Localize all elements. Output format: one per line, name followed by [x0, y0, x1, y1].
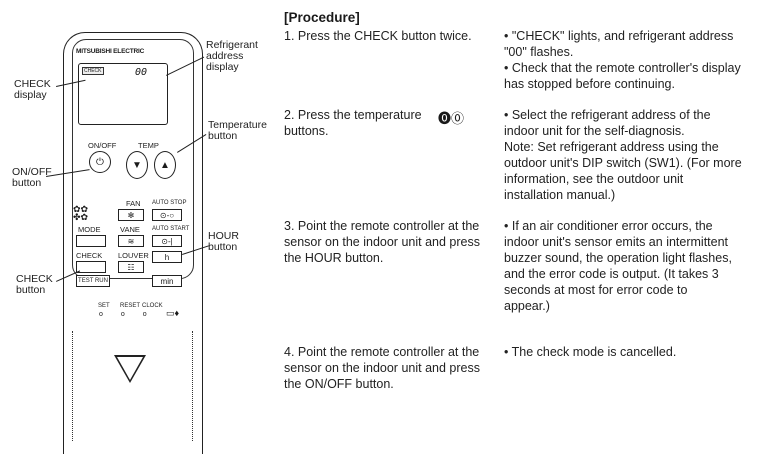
temp-label: TEMP: [138, 141, 159, 150]
mode-label: MODE: [78, 225, 101, 234]
brand-logo: MITSUBISHI ELECTRIC: [76, 48, 145, 55]
step-4-result: • The check mode is cancelled.: [504, 345, 677, 359]
lcd-check-indicator: CHECK: [82, 67, 104, 75]
on-off-label: ON/OFF: [88, 141, 117, 150]
callout-on-off: ON/OFF button: [12, 166, 52, 189]
callout-temperature: Temperature button: [208, 119, 267, 142]
auto-stop-label: AUTO STOP: [152, 200, 187, 206]
callout-check-display: CHECK display: [14, 78, 51, 101]
fan-button[interactable]: ✻: [118, 209, 144, 221]
step-4: 4. Point the remote controller at the se…: [284, 345, 480, 391]
vane-button[interactable]: ≋: [118, 235, 144, 247]
louver-button[interactable]: ☷: [118, 261, 144, 273]
fan-label: FAN: [126, 199, 141, 208]
small-buttons[interactable]: ooo: [99, 311, 165, 318]
temp-buttons-icon: ⓿⓪: [438, 111, 465, 126]
on-off-button[interactable]: ⏻: [89, 151, 111, 173]
callout-check-button: CHECK button: [16, 273, 53, 296]
lcd-refrigerant-address: 00: [135, 67, 148, 78]
auto-start-button[interactable]: ⊙-|: [152, 235, 182, 247]
minute-button[interactable]: min: [152, 275, 182, 287]
lcd-display: CHECK 00: [78, 63, 168, 125]
test-run-button[interactable]: TEST RUN: [76, 275, 110, 287]
step-1-result-a: • "CHECK" lights, and refrigerant addres…: [504, 29, 734, 59]
step-3-result: • If an air conditioner error occurs, th…: [504, 219, 732, 313]
temp-down-button[interactable]: ▼: [126, 151, 148, 179]
step-2-result-a: • Select the refrigerant address of the …: [504, 108, 711, 138]
remote-controller: MITSUBISHI ELECTRIC CHECK 00 ON/OFF ⏻ TE…: [63, 32, 203, 454]
remote-face: [72, 39, 194, 279]
procedure-heading: [Procedure]: [284, 10, 360, 25]
vane-label: VANE: [120, 225, 140, 234]
step-1-result-b: • Check that the remote controller's dis…: [504, 61, 741, 91]
check-label: CHECK: [76, 251, 103, 260]
step-3: 3. Point the remote controller at the se…: [284, 219, 480, 265]
temp-up-button[interactable]: ▲: [154, 151, 176, 179]
set-label: SET: [98, 303, 110, 309]
mode-button[interactable]: [76, 235, 106, 247]
hour-button[interactable]: h: [152, 251, 182, 263]
grip-right: [192, 331, 193, 441]
callout-hour: HOUR button: [208, 230, 239, 253]
grip-left: [72, 331, 73, 441]
auto-start-label: AUTO START: [152, 226, 190, 232]
auto-stop-button[interactable]: ⊙-○: [152, 209, 182, 221]
callout-refrigerant-address: Refrigerant address display: [206, 39, 258, 73]
louver-label: LOUVER: [118, 251, 149, 260]
battery-icon: ▭♦: [166, 308, 180, 318]
step-2-note: Note: Set refrigerant address using the …: [504, 140, 742, 202]
step-2: 2. Press the temperature buttons.: [284, 108, 422, 138]
reset-label: RESET: [120, 303, 141, 309]
transmitter-arrow-inner: [117, 357, 143, 380]
check-button[interactable]: [76, 261, 106, 273]
step-1: 1. Press the CHECK button twice.: [284, 29, 472, 43]
mode-icons: ✿✿✤✿: [73, 204, 89, 222]
clock-label: CLOCK: [142, 303, 163, 309]
